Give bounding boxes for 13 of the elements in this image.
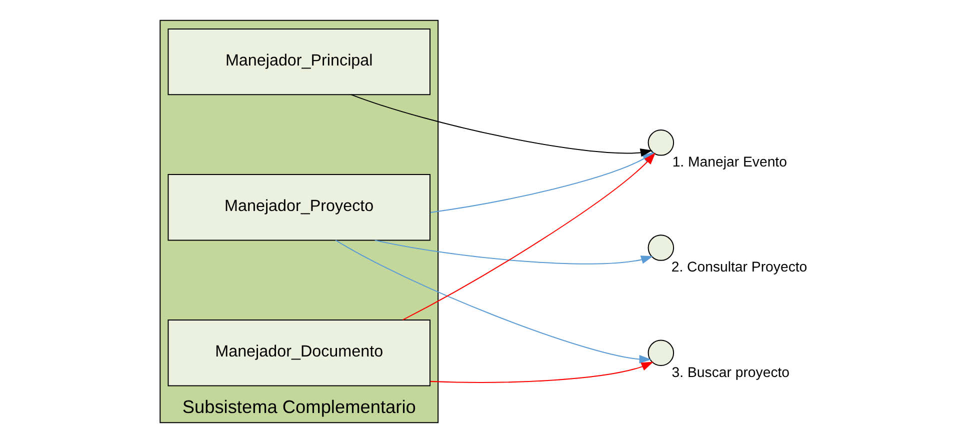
node-box: Manejador_Proyecto xyxy=(168,174,430,241)
node-circle xyxy=(648,130,674,156)
node-circle xyxy=(648,340,674,366)
arrow xyxy=(374,240,654,264)
node-label: 1. Manejar Evento xyxy=(672,154,787,170)
node-label: 3. Buscar proyecto xyxy=(672,364,790,380)
arrow xyxy=(335,240,652,364)
arrow xyxy=(430,362,654,383)
node-box: Manejador_Documento xyxy=(168,320,430,386)
node-box: Manejador_Principal xyxy=(168,28,430,96)
node-circle xyxy=(648,234,674,261)
node-label: 2. Consultar Proyecto xyxy=(671,258,808,275)
arrow xyxy=(351,94,653,157)
